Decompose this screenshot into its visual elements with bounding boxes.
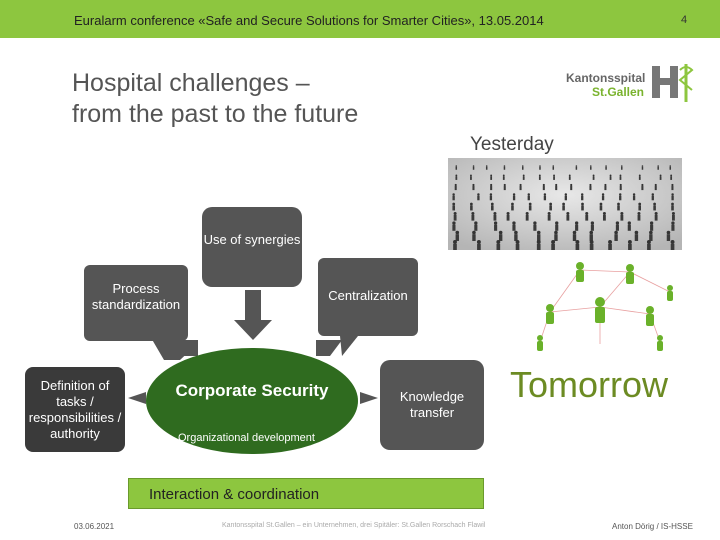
down-arrow-icon: [234, 290, 272, 340]
centralization-box: Centralization: [318, 258, 418, 336]
corporate-security-title: Corporate Security: [172, 380, 332, 401]
knowledge-transfer-box: Knowledge transfer: [380, 360, 484, 450]
synergies-box: Use of synergies: [202, 207, 302, 287]
organizational-development-label: Organizational development: [178, 432, 315, 444]
diagonal-arrow-right-icon: [316, 340, 342, 356]
interaction-label: Interaction & coordination: [149, 486, 319, 503]
footer-author: Anton Dörig / IS-HSSE: [612, 522, 693, 531]
footer-center-text: Kantonsspital St.Gallen – ein Unternehme…: [222, 522, 485, 529]
definition-box: Definition of tasks / responsibilities /…: [25, 367, 125, 452]
process-standardization-box: Process standardization: [84, 265, 188, 341]
left-arrow-icon: [128, 392, 146, 404]
right-arrow-icon: [360, 392, 378, 404]
footer-date: 03.06.2021: [74, 522, 114, 531]
